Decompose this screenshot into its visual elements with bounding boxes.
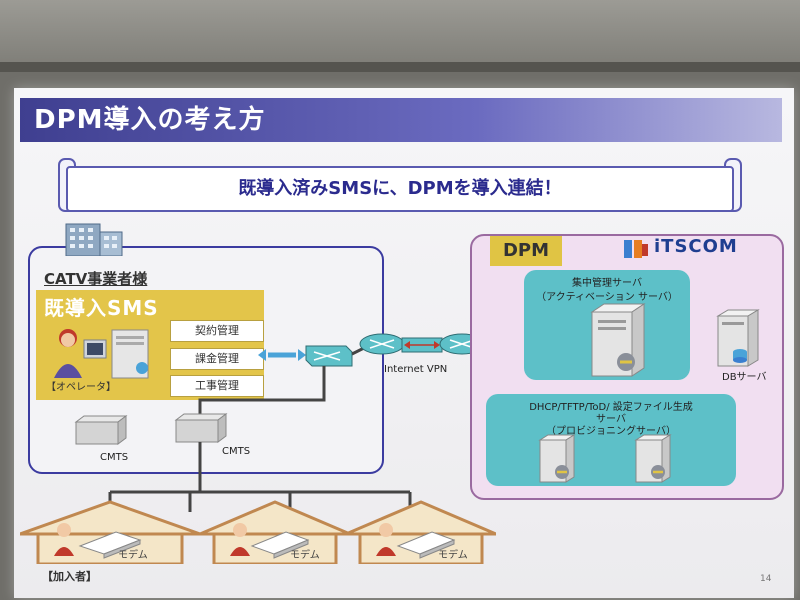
sms-item-construction: 工事管理 [170, 375, 264, 397]
slide-title: DPM導入の考え方 [20, 98, 782, 142]
modem-label-3: モデム [438, 550, 468, 561]
house-icon [200, 500, 350, 564]
slide-banner: 既導入済みSMSに、DPMを導入連結！ [66, 166, 734, 212]
room-wall [0, 0, 800, 70]
house-icon [20, 500, 200, 564]
catv-label: CATV事業者様 [44, 270, 148, 288]
central-server-title: 集中管理サーバ [572, 278, 642, 289]
modem-label-1: モデム [118, 550, 148, 561]
dpm-label: DPM [490, 236, 562, 266]
cmts-label-1: CMTS [100, 452, 129, 463]
cmts-icon [74, 415, 128, 445]
screen-frame [0, 62, 800, 72]
central-server-subtitle: （アクティベーション サーバ） [536, 292, 678, 303]
modem-label-2: モデム [290, 550, 320, 561]
server-icon [634, 434, 672, 483]
provisioning-server-box [486, 394, 736, 486]
cmts-label-2: CMTS [222, 446, 251, 457]
db-server-icon [716, 309, 760, 367]
subscriber-label: 【加入者】 [42, 570, 97, 583]
cmts-icon [174, 413, 228, 443]
operator-label: 【オペレータ】 [46, 382, 116, 393]
provisioning-server-subtitle: （プロビジョニングサーバ） [546, 426, 676, 437]
sms-item-contract: 契約管理 [170, 320, 264, 342]
switch-icon [305, 345, 353, 367]
provisioning-server-title: DHCP/TFTP/ToD/ 設定ファイル生成 [529, 402, 693, 413]
sms-item-billing: 課金管理 [170, 348, 264, 370]
server-icon [590, 303, 646, 377]
provisioning-server-title2: サーバ [596, 414, 626, 425]
itscom-logo-icon [624, 240, 648, 258]
internet-vpn-label: Internet VPN [384, 364, 448, 375]
brand-logo-text: iTSCOM [654, 236, 738, 257]
operator-icon [54, 329, 149, 379]
building-icon [65, 223, 123, 256]
sms-label: 既導入SMS [44, 296, 159, 320]
db-server-label: DBサーバ [722, 372, 767, 383]
house-icon [346, 500, 496, 564]
router-icon [359, 333, 405, 355]
page-number: 14 [760, 574, 772, 584]
server-icon [538, 434, 576, 483]
